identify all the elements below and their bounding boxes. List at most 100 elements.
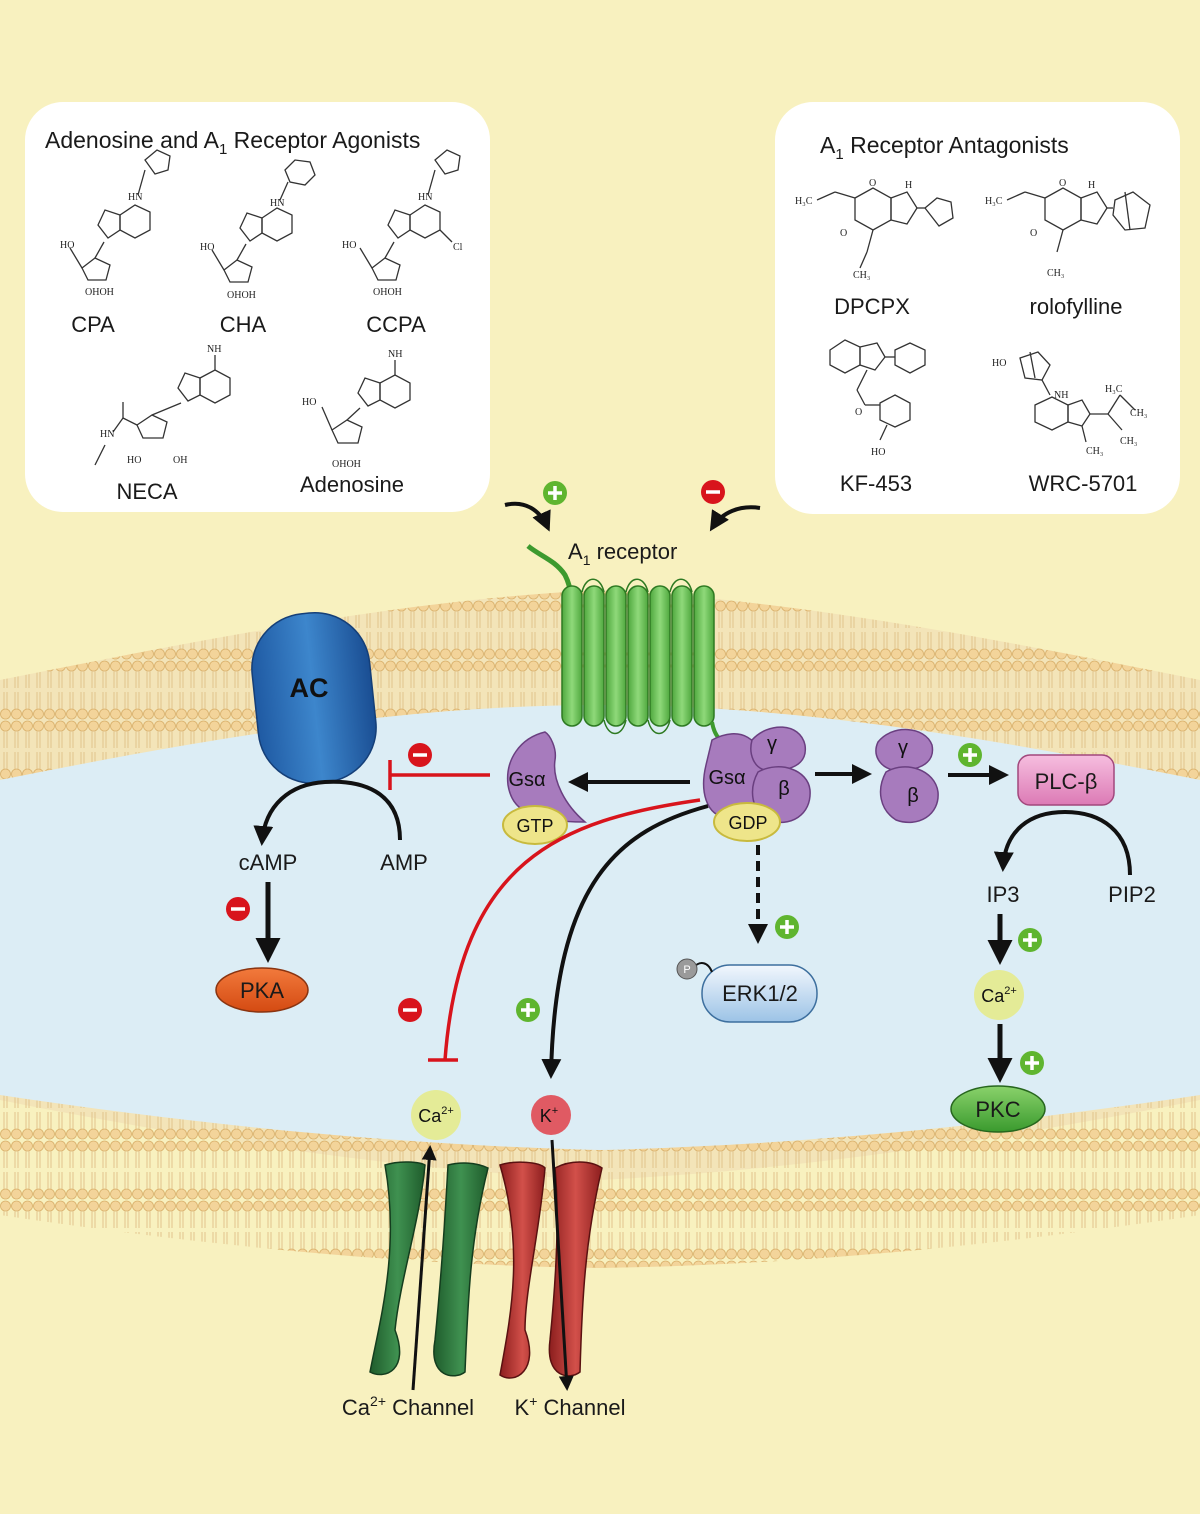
svg-text:CH₃: CH₃ — [1130, 408, 1147, 419]
k-ion — [531, 1095, 571, 1135]
lower-membrane — [0, 1095, 1200, 1268]
svg-text:HO: HO — [302, 397, 316, 408]
compound-cpa: CPA — [71, 312, 115, 337]
erk12 — [701, 964, 818, 1023]
pkc — [950, 1085, 1046, 1133]
k-channel-label: K+ Channel — [515, 1393, 626, 1420]
gtp-label: GTP — [516, 816, 553, 836]
svg-text:O: O — [1059, 178, 1066, 189]
svg-text:CH₃: CH₃ — [1120, 436, 1137, 447]
pka — [215, 967, 309, 1013]
gsa-inhibits-ac — [388, 743, 490, 790]
compound-kf-453: KF-453 — [840, 471, 912, 496]
compound-wrc-5701: WRC-5701 — [1029, 471, 1138, 496]
neca-structure: NH HN HO OH — [94, 344, 231, 466]
svg-text:HN: HN — [128, 192, 142, 203]
svg-text:NH: NH — [1054, 390, 1068, 401]
compound-ccpa: CCPA — [366, 312, 426, 337]
pip2-to-ip3-arrow — [993, 809, 1132, 876]
svg-text:H: H — [1088, 180, 1095, 191]
gamma-label: γ — [767, 733, 777, 755]
gsa-gtp-complex — [502, 731, 588, 845]
compound-adenosine: Adenosine — [300, 472, 404, 497]
ca-channel — [369, 1145, 489, 1391]
svg-text:HO: HO — [60, 240, 74, 251]
compound-cha: CHA — [220, 312, 267, 337]
compound-neca: NECA — [116, 479, 177, 504]
pip2-label: PIP2 — [1108, 882, 1156, 907]
antagonist-binding-arrow — [701, 480, 761, 532]
svg-text:OHOH: OHOH — [85, 287, 114, 298]
svg-text:HO: HO — [871, 447, 885, 458]
cha-structure: HN HO OHOH — [200, 159, 316, 301]
pka-label: PKA — [240, 978, 284, 1003]
svg-text:HN: HN — [418, 192, 432, 203]
svg-text:HN: HN — [100, 429, 114, 440]
svg-text:H₃C: H₃C — [1105, 384, 1123, 395]
svg-text:H₃C: H₃C — [795, 196, 813, 207]
svg-text:OHOH: OHOH — [373, 287, 402, 298]
compound-rolofylline: rolofylline — [1030, 294, 1123, 319]
agonists-title: Adenosine and A1 Receptor Agonists — [45, 127, 420, 158]
amp-label: AMP — [380, 850, 428, 875]
ip3-to-ca-arrow — [987, 914, 1042, 965]
svg-text:OHOH: OHOH — [332, 459, 361, 470]
svg-text:CH₃: CH₃ — [853, 270, 870, 281]
k-channel — [499, 1139, 603, 1391]
phosphate-group — [676, 958, 713, 980]
antagonists-title: A1 Receptor Antagonists — [820, 132, 1069, 163]
k-ion-label: K+ — [540, 1105, 558, 1126]
beta-label: β — [778, 778, 790, 800]
wrc5701-structure: HO NH H₃C CH₃ CH₃ CH₃ — [992, 351, 1147, 457]
ca-channel-label: Ca2+ Channel — [342, 1393, 474, 1420]
gsa-inactive-label: Gsα — [708, 767, 745, 789]
camp-label: cAMP — [239, 850, 298, 875]
erk-label: ERK1/2 — [722, 981, 798, 1006]
beta2-label: β — [907, 785, 919, 807]
svg-text:O: O — [855, 407, 862, 418]
plc-beta-label: PLC-β — [1035, 769, 1098, 794]
agonist-binding-arrow — [504, 481, 567, 532]
kf453-structure: O HO — [829, 339, 926, 458]
amp-to-camp-arrow — [253, 779, 402, 846]
svg-text:HO: HO — [127, 455, 141, 466]
adenosine-structure: NH HO OHOH — [302, 349, 411, 470]
antagonists-panel: A1 Receptor Antagonists H₃C O H O CH₃ — [775, 102, 1180, 514]
plc-beta — [1017, 754, 1115, 806]
bg-to-plc-arrow — [948, 743, 1009, 785]
gamma2-label: γ — [898, 737, 908, 759]
camp-to-pka-arrow — [226, 882, 281, 963]
svg-text:NH: NH — [207, 344, 221, 355]
ca-ion-cytosolic — [974, 970, 1024, 1020]
a1-receptor — [526, 544, 736, 747]
ac-label: AC — [290, 673, 329, 703]
svg-text:CH₃: CH₃ — [1086, 446, 1103, 457]
ca-to-pkc-arrow — [987, 1024, 1044, 1083]
svg-text:HO: HO — [342, 240, 356, 251]
agonists-panel: Adenosine and A1 Receptor Agonists HN HO… — [25, 102, 490, 512]
svg-text:HO: HO — [992, 358, 1006, 369]
erk-activation-arrow — [748, 845, 799, 944]
ca-ion2-label: Ca2+ — [981, 985, 1017, 1006]
pkc-label: PKC — [975, 1097, 1020, 1122]
ca-ion — [411, 1090, 461, 1140]
svg-text:OH: OH — [173, 455, 187, 466]
ca-channel-inhibition — [398, 798, 701, 1062]
k-channel-activation — [516, 804, 709, 1079]
svg-text:H: H — [905, 180, 912, 191]
svg-text:CH₃: CH₃ — [1047, 268, 1064, 279]
phospho-label: P — [683, 964, 690, 976]
svg-text:Cl: Cl — [453, 242, 463, 253]
svg-text:O: O — [1030, 228, 1037, 239]
svg-text:HN: HN — [270, 198, 284, 209]
free-beta-gamma — [875, 728, 939, 824]
gdp-label: GDP — [728, 813, 767, 833]
dpcpx-structure: H₃C O H O CH₃ — [795, 178, 954, 281]
rolofylline-structure: H₃C O H O CH₃ — [985, 178, 1151, 279]
svg-text:NH: NH — [388, 349, 402, 360]
ccpa-structure: HN Cl HO OHOH — [342, 149, 463, 298]
svg-text:HO: HO — [200, 242, 214, 253]
svg-text:O: O — [869, 178, 876, 189]
svg-text:O: O — [840, 228, 847, 239]
